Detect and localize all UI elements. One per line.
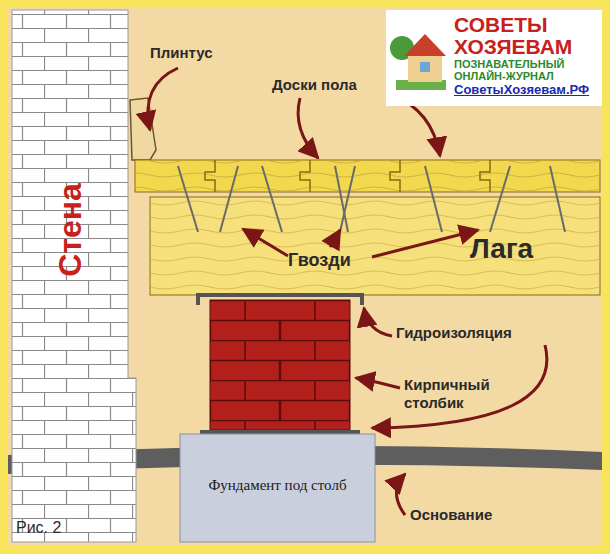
leader-lines — [148, 68, 547, 515]
tongue-groove — [205, 160, 490, 192]
callout-label: Кирпичный столбик — [404, 376, 514, 412]
frame — [4, 4, 606, 550]
joist-grain — [150, 197, 600, 295]
board-grain — [135, 160, 600, 192]
logo-box-text: СОВЕТЫ ХОЗЯЕВАМ — [454, 14, 596, 58]
foundation-box-text: Фундамент под столб — [208, 476, 346, 494]
callout-label: Плинтус — [150, 44, 213, 62]
waterproofing — [198, 295, 362, 305]
joist — [150, 197, 600, 295]
wall-label-box: Стена — [20, 150, 120, 310]
house-icon — [390, 18, 450, 98]
icon-roof — [404, 34, 446, 56]
pillar-foundation — [180, 434, 375, 542]
brick-pillar — [210, 300, 350, 430]
logo-box-text: ПОЗНАВАТЕЛЬНЫЙ ОНЛАЙН-ЖУРНАЛ — [454, 58, 596, 82]
icon-house — [408, 54, 442, 82]
callout-label: Гидроизоляция — [396, 324, 512, 342]
logo-box-text: СоветыХозяевам.РФ — [454, 82, 596, 99]
nails — [178, 166, 565, 232]
waterproofing-lower — [200, 430, 360, 434]
callout-label: Гвозди — [288, 250, 351, 272]
foundation-box: Фундамент под столб — [182, 455, 373, 515]
callout-label: Основание — [410, 506, 492, 524]
callout-label: Доски пола — [272, 76, 357, 94]
floor-boards — [135, 160, 600, 192]
joist-label-box-text: Лага — [470, 235, 590, 263]
logo-box: СОВЕТЫ ХОЗЯЕВАМПОЗНАВАТЕЛЬНЫЙ ОНЛАЙН-ЖУР… — [386, 10, 602, 106]
wall-label-box-text: Стена — [54, 183, 86, 277]
plinth — [130, 98, 156, 160]
wall — [12, 10, 136, 542]
icon-window — [420, 62, 430, 72]
figure-number: Рис. 2 — [16, 518, 61, 537]
joist-label-box: Лага — [470, 235, 590, 279]
